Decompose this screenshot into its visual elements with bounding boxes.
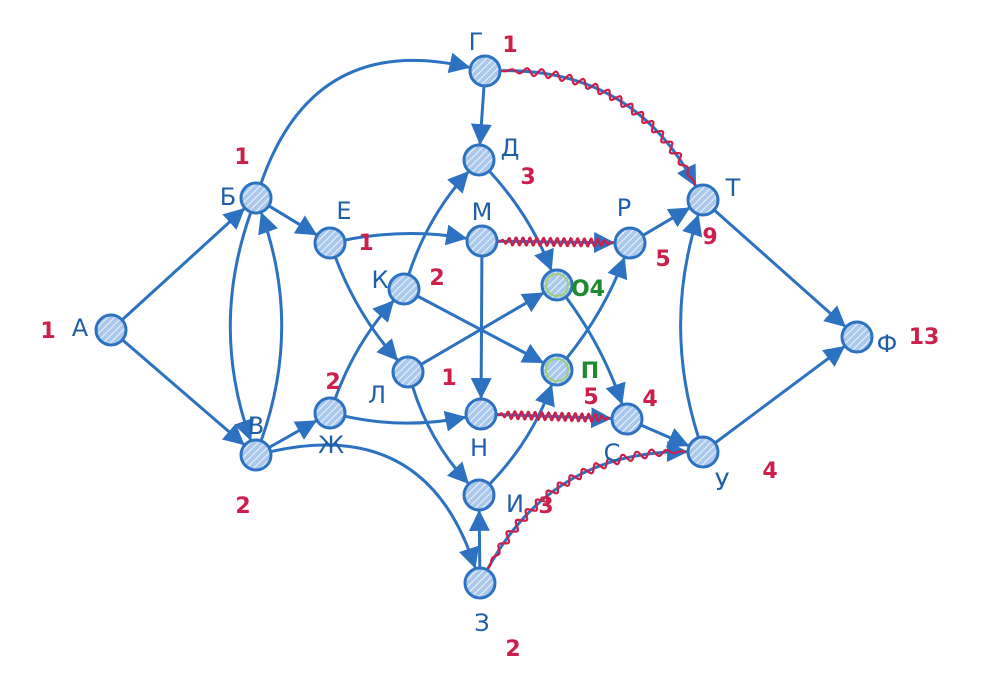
edge-p-r xyxy=(565,256,628,360)
node-o-mark xyxy=(545,273,569,297)
node-label-i: И xyxy=(506,490,524,518)
edge-e-m xyxy=(343,224,468,246)
node-value-o: О4 xyxy=(571,277,605,302)
node-label-l: Л xyxy=(368,381,386,409)
edge-d-o xyxy=(487,169,554,272)
node-g xyxy=(468,54,502,88)
node-label-s: С xyxy=(604,439,621,467)
node-n xyxy=(464,397,498,431)
node-k xyxy=(387,272,421,306)
edge-zh-k xyxy=(333,300,395,401)
node-value-i: 3 xyxy=(538,494,553,519)
edge-a-b xyxy=(120,207,245,322)
node-t xyxy=(686,183,720,217)
node-v xyxy=(239,438,273,472)
node-value-g: 1 xyxy=(502,33,517,58)
extra-value-p5: 5 xyxy=(583,385,598,410)
node-value-k: 2 xyxy=(429,266,444,291)
node-value-s: 4 xyxy=(642,387,657,412)
node-value-e: 1 xyxy=(358,231,373,256)
node-label-z: З xyxy=(474,609,489,637)
node-value-v: 2 xyxy=(235,494,250,519)
edge-r-t xyxy=(641,207,691,237)
highlighted-edge-g-t xyxy=(499,67,697,186)
edge-b-g xyxy=(259,52,471,186)
nodes-layer xyxy=(94,54,874,600)
node-label-m: М xyxy=(472,198,493,226)
node-value-zh: 2 xyxy=(325,370,340,395)
node-label-f: Ф xyxy=(877,330,898,358)
node-l xyxy=(391,355,425,389)
node-label-u: У xyxy=(715,468,730,496)
node-value-a: 1 xyxy=(40,319,55,344)
node-label-v: В xyxy=(248,412,264,440)
node-label-n: Н xyxy=(470,434,488,462)
edge-g-d xyxy=(470,84,492,146)
edge-s-u xyxy=(639,423,690,448)
edge-v-b xyxy=(258,212,284,443)
edge-t-f xyxy=(712,208,846,328)
highlighted-path-layer xyxy=(486,67,697,571)
node-b xyxy=(239,181,273,215)
edge-z-i xyxy=(468,509,490,570)
node-u xyxy=(686,435,720,469)
node-label-k: К xyxy=(371,266,388,294)
edge-i-p xyxy=(488,384,555,486)
node-value-l: 1 xyxy=(441,366,456,391)
edge-v-zh xyxy=(267,419,318,450)
edge-m-n xyxy=(470,254,492,400)
edge-u-f xyxy=(713,345,846,445)
node-label-e: Е xyxy=(336,197,351,225)
node-label-zh: Ж xyxy=(318,431,344,459)
edge-o-s xyxy=(564,295,626,405)
edge-u-t xyxy=(679,214,703,440)
edge-e-l xyxy=(333,255,399,361)
edge-b-e xyxy=(267,204,318,236)
node-label-a: А xyxy=(72,314,89,342)
node-value-f: 13 xyxy=(909,325,940,350)
node-value-b: 1 xyxy=(234,145,249,170)
node-value-r: 5 xyxy=(655,247,670,272)
node-value-z: 2 xyxy=(505,637,520,662)
node-r xyxy=(613,226,647,260)
node-f xyxy=(840,320,874,354)
node-value-p: П xyxy=(581,359,599,384)
node-value-u: 4 xyxy=(762,459,777,484)
node-p-mark xyxy=(545,358,569,382)
edge-l-i xyxy=(411,384,469,485)
node-m xyxy=(465,224,499,258)
edge-k-d xyxy=(407,171,470,277)
node-label-b: Б xyxy=(220,183,236,211)
edges-layer xyxy=(120,52,846,572)
node-value-d: 3 xyxy=(520,165,535,190)
highlighted-edge-z-u xyxy=(486,448,687,571)
node-zh xyxy=(313,396,347,430)
node-label-t: Т xyxy=(725,174,741,202)
node-e xyxy=(313,226,347,260)
node-value-t: 9 xyxy=(702,225,717,250)
node-a xyxy=(94,313,128,347)
edge-a-v xyxy=(120,338,245,446)
edge-b-v xyxy=(228,210,254,441)
highlighted-edge-m-r xyxy=(496,236,614,248)
highlighted-edge-n-s xyxy=(495,410,611,423)
node-label-g: Г xyxy=(469,28,484,56)
edge-zh-n xyxy=(343,410,467,432)
node-s xyxy=(610,402,644,436)
node-d xyxy=(462,143,496,177)
node-label-r: Р xyxy=(617,194,631,222)
edge-v-z xyxy=(269,443,480,569)
node-label-d: Д xyxy=(501,134,520,162)
node-z xyxy=(463,566,497,600)
node-i xyxy=(462,478,496,512)
